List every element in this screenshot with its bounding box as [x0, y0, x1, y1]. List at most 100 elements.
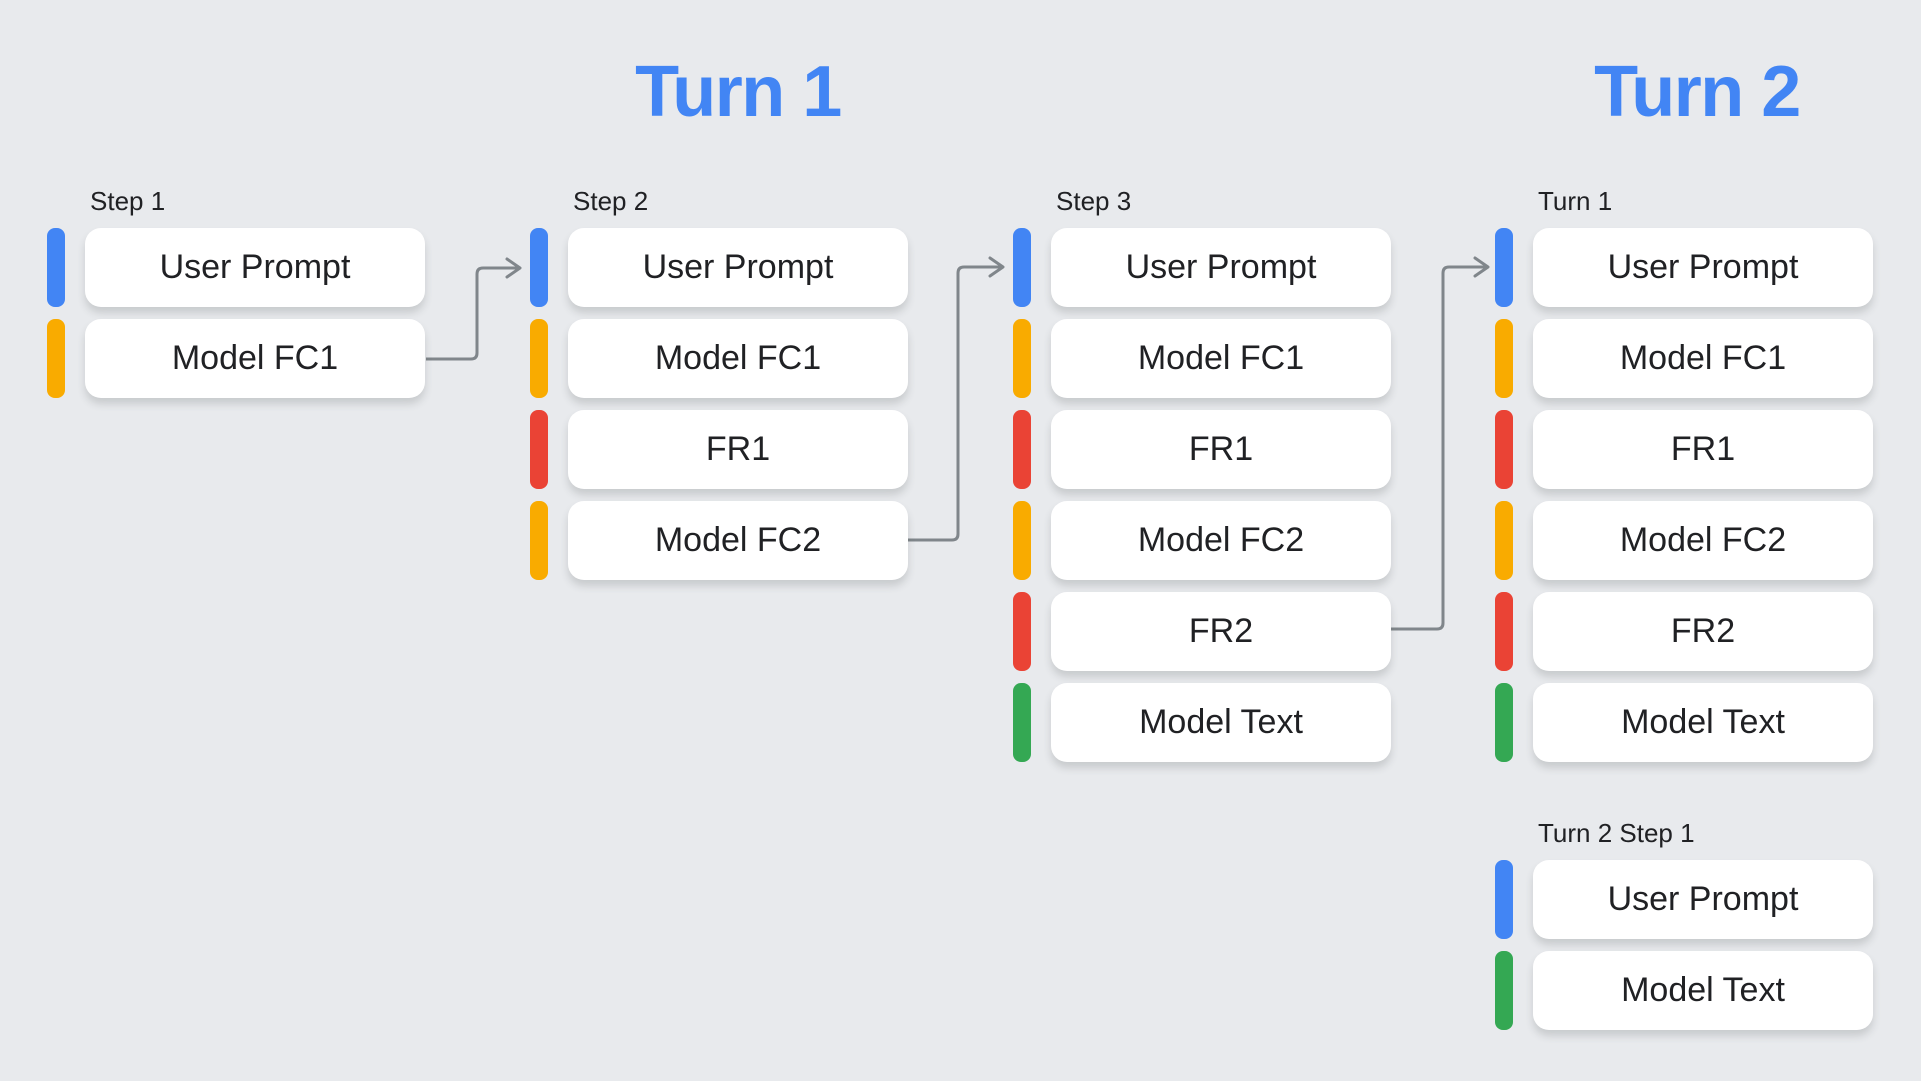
model-function-call-bar — [530, 319, 548, 398]
turn-1-heading: Turn 1 — [635, 52, 842, 132]
box-model-fc2: Model FC2 — [568, 501, 908, 580]
row-fr1: FR1 — [1013, 410, 1391, 489]
row-fr2: FR2 — [1013, 592, 1391, 671]
message-rows: User Prompt Model Text — [1495, 860, 1873, 1030]
user-prompt-bar — [1495, 228, 1513, 307]
message-box-label: Model FC1 — [1619, 339, 1787, 377]
box-model-text: Model Text — [1533, 951, 1873, 1030]
row-fr2: FR2 — [1495, 592, 1873, 671]
box-user-prompt: User Prompt — [1051, 228, 1391, 307]
message-box-label: User Prompt — [642, 248, 834, 286]
function-response-bar — [1013, 592, 1031, 671]
group-step-3: Step 3 User Prompt Model FC1 FR1 Model F… — [1013, 186, 1391, 762]
function-response-bar — [1495, 410, 1513, 489]
box-model-fc1: Model FC1 — [1051, 319, 1391, 398]
box-model-text: Model Text — [1051, 683, 1391, 762]
model-text-bar — [1495, 951, 1513, 1030]
row-model-fc2: Model FC2 — [530, 501, 908, 580]
message-box-label: Model FC1 — [171, 339, 339, 377]
message-box-label: FR1 — [705, 430, 771, 468]
user-prompt-bar — [530, 228, 548, 307]
box-user-prompt: User Prompt — [568, 228, 908, 307]
row-model-fc1: Model FC1 — [1495, 319, 1873, 398]
message-box-label: Model FC1 — [654, 339, 822, 377]
message-box-label: Model FC1 — [1137, 339, 1305, 377]
message-rows: User Prompt Model FC1 FR1 Model FC2 FR2 … — [1013, 228, 1391, 762]
message-box-label: FR2 — [1670, 612, 1736, 650]
row-model-fc2: Model FC2 — [1013, 501, 1391, 580]
user-prompt-bar — [47, 228, 65, 307]
message-rows: User Prompt Model FC1 FR1 Model FC2 — [530, 228, 908, 580]
message-box-label: User Prompt — [1607, 880, 1799, 918]
group-step-1: Step 1 User Prompt Model FC1 — [47, 186, 425, 398]
group-label-turn-1: Turn 1 — [1538, 186, 1613, 216]
row-model-fc1: Model FC1 — [47, 319, 425, 398]
model-function-call-bar — [1013, 319, 1031, 398]
box-fr1: FR1 — [568, 410, 908, 489]
row-fr1: FR1 — [530, 410, 908, 489]
message-rows: User Prompt Model FC1 FR1 Model FC2 FR2 … — [1495, 228, 1873, 762]
row-user-prompt: User Prompt — [530, 228, 908, 307]
box-user-prompt: User Prompt — [1533, 860, 1873, 939]
message-rows: User Prompt Model FC1 — [47, 228, 425, 398]
box-fr2: FR2 — [1051, 592, 1391, 671]
row-user-prompt: User Prompt — [1495, 860, 1873, 939]
group-turn-1: Turn 1 User Prompt Model FC1 FR1 Model F… — [1495, 186, 1873, 762]
model-text-bar — [1013, 683, 1031, 762]
turn-2-heading: Turn 2 — [1594, 52, 1801, 132]
message-box-label: FR2 — [1188, 612, 1254, 650]
model-function-call-bar — [530, 501, 548, 580]
row-model-text: Model Text — [1495, 683, 1873, 762]
row-user-prompt: User Prompt — [1495, 228, 1873, 307]
group-label-step-1: Step 1 — [90, 186, 166, 216]
group-label-step-2: Step 2 — [573, 186, 649, 216]
arrow-connector-3 — [1391, 265, 1488, 631]
arrow-connector-1 — [426, 266, 520, 361]
model-function-call-bar — [1495, 501, 1513, 580]
box-model-fc1: Model FC1 — [568, 319, 908, 398]
row-model-fc1: Model FC1 — [530, 319, 908, 398]
function-response-bar — [1013, 410, 1031, 489]
box-model-fc2: Model FC2 — [1051, 501, 1391, 580]
message-box-label: User Prompt — [1607, 248, 1799, 286]
group-turn-2-step-1: Turn 2 Step 1 User Prompt Model Text — [1495, 818, 1873, 1030]
user-prompt-bar — [1495, 860, 1513, 939]
function-response-bar — [530, 410, 548, 489]
message-box-label: Model Text — [1621, 971, 1785, 1009]
row-fr1: FR1 — [1495, 410, 1873, 489]
row-model-fc2: Model FC2 — [1495, 501, 1873, 580]
arrowhead-icon — [988, 256, 1005, 278]
row-model-text: Model Text — [1495, 951, 1873, 1030]
box-model-fc2: Model FC2 — [1533, 501, 1873, 580]
message-box-label: FR1 — [1670, 430, 1736, 468]
message-box-label: Model FC2 — [654, 521, 822, 559]
message-box-label: User Prompt — [1125, 248, 1317, 286]
row-user-prompt: User Prompt — [1013, 228, 1391, 307]
row-user-prompt: User Prompt — [47, 228, 425, 307]
box-fr1: FR1 — [1051, 410, 1391, 489]
box-fr1: FR1 — [1533, 410, 1873, 489]
message-box-label: Model Text — [1139, 703, 1303, 741]
message-box-label: FR1 — [1188, 430, 1254, 468]
row-model-text: Model Text — [1013, 683, 1391, 762]
arrowhead-icon — [505, 257, 522, 279]
model-function-call-bar — [1013, 501, 1031, 580]
user-prompt-bar — [1013, 228, 1031, 307]
row-model-fc1: Model FC1 — [1013, 319, 1391, 398]
box-user-prompt: User Prompt — [1533, 228, 1873, 307]
model-text-bar — [1495, 683, 1513, 762]
model-function-call-bar — [47, 319, 65, 398]
group-label-step-3: Step 3 — [1056, 186, 1132, 216]
message-box-label: User Prompt — [159, 248, 351, 286]
arrowhead-icon — [1473, 256, 1490, 278]
function-response-bar — [1495, 592, 1513, 671]
group-label-turn-2-step-1: Turn 2 Step 1 — [1538, 818, 1695, 848]
message-box-label: Model Text — [1621, 703, 1785, 741]
message-box-label: Model FC2 — [1137, 521, 1305, 559]
box-model-fc1: Model FC1 — [85, 319, 425, 398]
box-fr2: FR2 — [1533, 592, 1873, 671]
box-user-prompt: User Prompt — [85, 228, 425, 307]
group-step-2: Step 2 User Prompt Model FC1 FR1 Model F… — [530, 186, 908, 580]
box-model-text: Model Text — [1533, 683, 1873, 762]
